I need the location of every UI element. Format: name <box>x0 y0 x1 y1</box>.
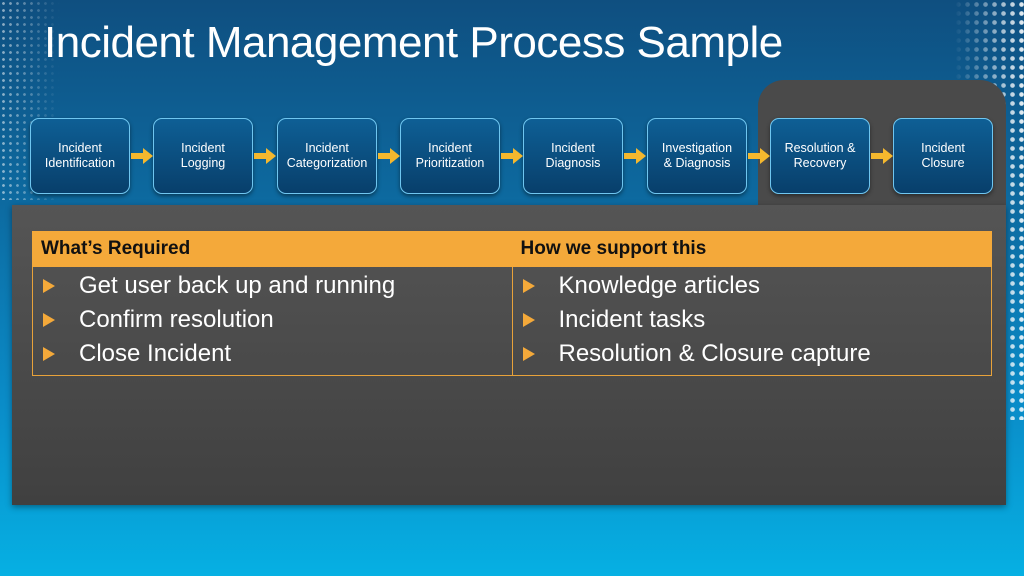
support-list: Knowledge articles Incident tasks Resolu… <box>519 269 986 371</box>
arrow-right-icon <box>501 148 523 164</box>
triangle-right-icon <box>43 279 55 293</box>
step-incident-categorization: Incident Categorization <box>277 118 377 194</box>
header-whats-required: What’s Required <box>32 231 513 267</box>
page-title: Incident Management Process Sample <box>44 18 783 67</box>
triangle-right-icon <box>43 347 55 361</box>
item-text: Incident tasks <box>558 306 706 333</box>
step-investigation-diagnosis: Investigation & Diagnosis <box>647 118 747 194</box>
triangle-right-icon <box>522 313 535 327</box>
step-label: Incident Closure <box>921 141 965 170</box>
list-item: Confirm resolution <box>39 303 506 337</box>
requirements-table: What’s Required How we support this Get … <box>32 231 992 376</box>
triangle-right-icon <box>522 279 535 293</box>
list-item: Incident tasks <box>519 303 986 337</box>
header-how-we-support: How we support this <box>511 231 992 267</box>
step-incident-logging: Incident Logging <box>153 118 253 194</box>
arrow-right-icon <box>871 148 893 164</box>
triangle-right-icon <box>522 347 535 361</box>
table-header-row: What’s Required How we support this <box>32 231 992 267</box>
arrow-right-icon <box>254 148 276 164</box>
arrow-right-icon <box>748 148 770 164</box>
step-label: Incident Categorization <box>286 141 368 170</box>
item-text: Knowledge articles <box>558 272 760 299</box>
item-text: Close Incident <box>79 340 232 367</box>
step-incident-prioritization: Incident Prioritization <box>400 118 500 194</box>
step-label: Incident Logging <box>180 141 226 170</box>
item-text: Confirm resolution <box>79 306 274 333</box>
list-item: Get user back up and running <box>39 269 506 303</box>
triangle-right-icon <box>43 313 55 327</box>
step-incident-identification: Incident Identification <box>30 118 130 194</box>
list-item: Close Incident <box>39 337 506 371</box>
step-incident-diagnosis: Incident Diagnosis <box>523 118 623 194</box>
arrow-right-icon <box>378 148 400 164</box>
step-label: Incident Identification <box>44 141 116 170</box>
step-incident-closure: Incident Closure <box>893 118 993 194</box>
step-label: Investigation & Diagnosis <box>661 141 733 170</box>
step-label: Incident Diagnosis <box>545 141 601 170</box>
item-text: Get user back up and running <box>79 272 396 299</box>
table-row: Get user back up and running Confirm res… <box>32 266 992 376</box>
step-label: Resolution & Recovery <box>784 141 856 170</box>
item-text: Resolution & Closure capture <box>558 340 871 367</box>
arrow-right-icon <box>624 148 646 164</box>
required-list: Get user back up and running Confirm res… <box>39 269 506 371</box>
support-cell: Knowledge articles Incident tasks Resolu… <box>511 266 992 376</box>
list-item: Knowledge articles <box>519 269 986 303</box>
step-resolution-recovery: Resolution & Recovery <box>770 118 870 194</box>
arrow-right-icon <box>131 148 153 164</box>
list-item: Resolution & Closure capture <box>519 337 986 371</box>
step-label: Incident Prioritization <box>415 141 485 170</box>
required-cell: Get user back up and running Confirm res… <box>32 266 513 376</box>
